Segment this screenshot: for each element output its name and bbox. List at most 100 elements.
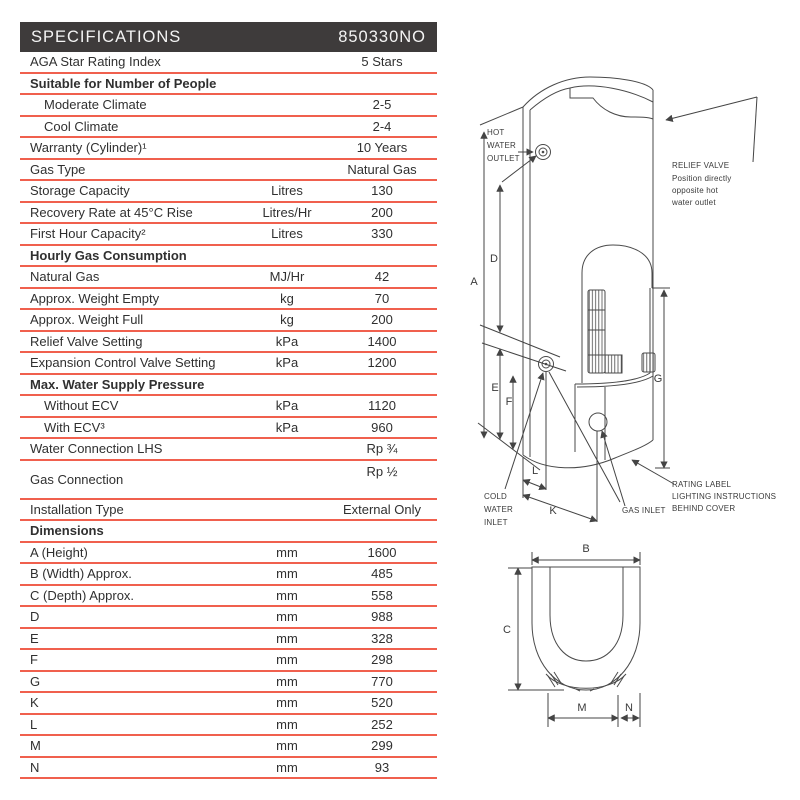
row-unit: mm [276,716,298,732]
row-label: L [30,716,38,732]
dim-letter-c: C [503,624,511,636]
dim-letter-g: G [654,373,663,385]
gas-inlet-label: GAS INLET [622,506,666,515]
row-unit: mm [276,587,298,603]
spec-row: Warranty (Cylinder)¹ 10 Years [20,138,437,160]
row-unit: mm [276,544,298,560]
row-unit: kPa [275,355,299,371]
row-value: 299 [371,738,393,754]
row-unit: mm [276,695,298,711]
plan-outline [531,566,641,692]
row-unit: mm [276,673,298,689]
row-label: Max. Water Supply Pressure [30,376,205,392]
relief-valve-label: Position directly [672,174,731,183]
row-label: D [30,609,40,625]
row-label: Installation Type [30,501,124,517]
section-row: Suitable for Number of People [20,74,437,95]
row-unit: kPa [275,398,299,414]
hot-water-outlet-label: WATER [487,141,516,150]
row-value: 2-4 [372,118,392,134]
row-unit: mm [276,609,298,625]
model-number: 850330NO [338,27,426,46]
spec-row: Cool Climate 2-4 [20,117,437,138]
row-label: Suitable for Number of People [30,75,217,91]
row-value: 1600 [367,544,397,560]
row-value: Rp ½ [366,463,398,479]
row-label: Natural Gas [30,269,100,285]
row-label: Storage Capacity [30,183,130,199]
row-unit: mm [276,652,298,668]
dim-letter-n: N [625,702,633,714]
hot-water-outlet-label: OUTLET [487,154,520,163]
rating-label: RATING LABEL [672,480,732,489]
cold-water-inlet-label: WATER [484,505,513,514]
inner-tank [574,244,656,460]
row-label: N [30,759,40,775]
row-label: Approx. Weight Full [30,312,144,328]
tank-outline [479,76,654,469]
heater-plan-diagram: B C M N [503,543,641,727]
relief-valve-label: opposite hot [672,186,719,195]
row-label: Recovery Rate at 45°C Rise [30,204,193,220]
heater-front-diagram: HOT WATER OUTLET RELIEF VALVE Position d… [470,76,776,527]
row-label: Approx. Weight Empty [30,290,160,306]
dim-letter-d: D [490,253,498,265]
row-label: B (Width) Approx. [30,566,132,582]
row-label: K [30,695,39,711]
row-label: Water Connection LHS [30,441,163,457]
row-value: 1200 [367,355,397,371]
row-value: Rp ¾ [366,441,398,457]
cold-water-inlet-label: COLD [484,492,507,501]
row-label: Cool Climate [44,118,119,134]
spec-row: B (Width) Approx. mm 485 [20,564,437,586]
rating-label: BEHIND COVER [672,504,735,513]
row-label: M [30,738,41,754]
leader-lines [501,96,758,507]
gas-inlet-port [588,412,608,432]
row-value: 960 [371,419,393,435]
dim-letter-k: K [549,505,557,517]
flue-baffle [587,289,606,374]
spec-row: A (Height) mm 1600 [20,543,437,564]
cold-water-inlet-port [538,356,554,372]
row-label: Dimensions [30,523,104,539]
control-box [641,352,656,373]
row-unit: Litres [271,183,303,199]
row-value: 5 Stars [361,54,403,70]
row-value: 298 [371,652,393,668]
row-value: 10 Years [356,140,408,156]
row-unit: kg [280,290,294,306]
row-value: 328 [371,630,393,646]
rating-label: LIGHTING INSTRUCTIONS [672,492,776,501]
plan-dimension-lines [508,552,641,727]
row-unit: Litres/Hr [262,204,312,220]
dim-letter-e: E [491,382,498,394]
row-label: E [30,630,39,646]
dim-letter-b: B [582,543,589,555]
dimension-lines [477,131,670,523]
row-value: 485 [371,566,393,582]
row-label: A (Height) [30,544,88,560]
relief-valve-label: water outlet [671,198,716,207]
row-unit: mm [276,566,298,582]
row-label: First Hour Capacity² [30,226,146,242]
row-label: Warranty (Cylinder)¹ [30,140,147,156]
cold-water-inlet-label: INLET [484,518,508,527]
row-label: With ECV³ [44,419,105,435]
hot-water-outlet-label: HOT [487,128,505,137]
